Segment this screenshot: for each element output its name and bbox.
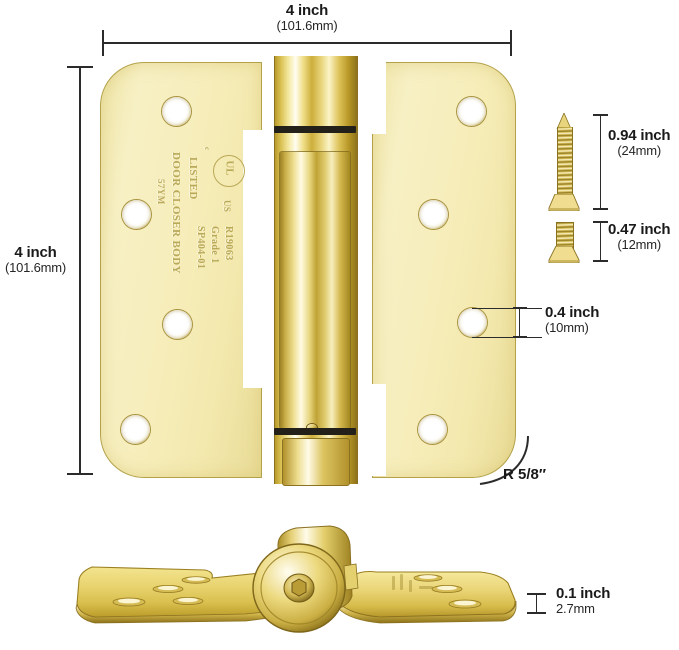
screw-hole [163, 310, 192, 339]
hinge-leaf-right [372, 62, 516, 478]
barrel-adjust-hole [307, 424, 317, 431]
long-screw-value: 0.94 inch [608, 127, 671, 144]
short-screw-tick-top [593, 221, 608, 223]
long-screw-tick-bottom [593, 208, 608, 210]
long-screw-head [548, 194, 580, 211]
thickness-tick-bottom [527, 612, 546, 614]
short-screw-shaft [556, 222, 574, 251]
hinge-leaf-left [100, 62, 262, 478]
short-screw-tick-bottom [593, 260, 608, 262]
short-screw-metric: (12mm) [617, 236, 661, 252]
hole-value: 0.4 inch [545, 304, 600, 321]
screw-hole-dimensioned [458, 308, 487, 337]
ul-mark-us: US [222, 200, 232, 213]
bottom-view-barrel [252, 525, 359, 633]
long-screw-tip [556, 113, 572, 129]
long-screw-dimension-label: 0.94 inch (24mm) [608, 127, 671, 158]
screw-hole [419, 200, 448, 229]
barrel-spring-housing [280, 152, 350, 428]
width-dimension-line [102, 42, 512, 44]
hole-tick-top [513, 307, 527, 309]
short-screw-value: 0.47 inch [608, 221, 671, 238]
screw-hole [121, 415, 150, 444]
width-value: 4 inch [285, 2, 329, 19]
ul-mark-c: c [203, 147, 211, 151]
ul-listing-mark: UL [213, 155, 245, 187]
screw-hole [457, 97, 486, 126]
height-metric: (101.6mm) [4, 259, 67, 275]
bottom-view-right-leaf [336, 570, 517, 624]
short-screw-head [548, 246, 580, 263]
height-tick-top [67, 66, 93, 68]
engraving-listed: LISTED [187, 157, 199, 200]
width-tick-left [102, 30, 104, 56]
long-screw-tick-top [593, 114, 608, 116]
thickness-metric: 2.7mm [556, 600, 595, 616]
engraving-door-closer-body: DOOR CLOSER BODY [170, 152, 182, 274]
bottom-view-left-leaf [75, 566, 277, 624]
leaf-notch-left [243, 130, 263, 388]
barrel-band-top [274, 126, 356, 133]
long-screw-dimension-line [600, 115, 601, 210]
screw-hole [418, 415, 447, 444]
height-dimension-label: 4 inch (101.6mm) [0, 245, 73, 275]
hole-leader-bottom [472, 337, 542, 338]
hole-tick-bottom [513, 336, 527, 338]
leaf-notch-right-lower [368, 384, 386, 476]
barrel-band-bottom [274, 428, 356, 435]
engraving-grade: Grade 1 [209, 226, 220, 264]
ul-mark-text: UL [223, 160, 236, 176]
height-dimension-line [79, 66, 81, 475]
width-metric: (101.6mm) [276, 17, 338, 33]
thickness-dimension-label: 0.1 inch 2.7mm [556, 586, 610, 616]
engraving-part-number: 57YM [156, 179, 166, 205]
thickness-value: 0.1 inch [556, 585, 611, 602]
hole-dimension-label: 0.4 inch (10mm) [545, 305, 599, 335]
hole-leader-top [472, 308, 542, 309]
corner-radius-arc [479, 435, 529, 485]
long-screw-metric: (24mm) [617, 142, 661, 158]
engraving-spec: SP404-01 [195, 226, 206, 270]
short-screw-dimension-label: 0.47 inch (12mm) [608, 221, 671, 252]
long-screw-shaft [557, 127, 573, 197]
engraving-file-number: R19063 [223, 226, 234, 261]
hinge-barrel [256, 56, 374, 486]
short-screw-dimension-line [600, 222, 601, 262]
width-tick-right [510, 30, 512, 56]
thickness-tick-top [527, 593, 546, 595]
height-value: 4 inch [14, 244, 57, 261]
width-dimension-label: 4 inch (101.6mm) [227, 3, 387, 33]
leaf-notch-right [368, 62, 386, 134]
thickness-dimension-line [536, 594, 537, 614]
hole-metric: (10mm) [545, 319, 589, 335]
screw-hole [122, 200, 151, 229]
screw-hole [162, 97, 191, 126]
hole-dimension-line [519, 308, 520, 338]
height-tick-bottom [67, 473, 93, 475]
corner-radius-label: R 5/8″ [503, 466, 547, 483]
barrel-cap-bottom [282, 438, 350, 486]
